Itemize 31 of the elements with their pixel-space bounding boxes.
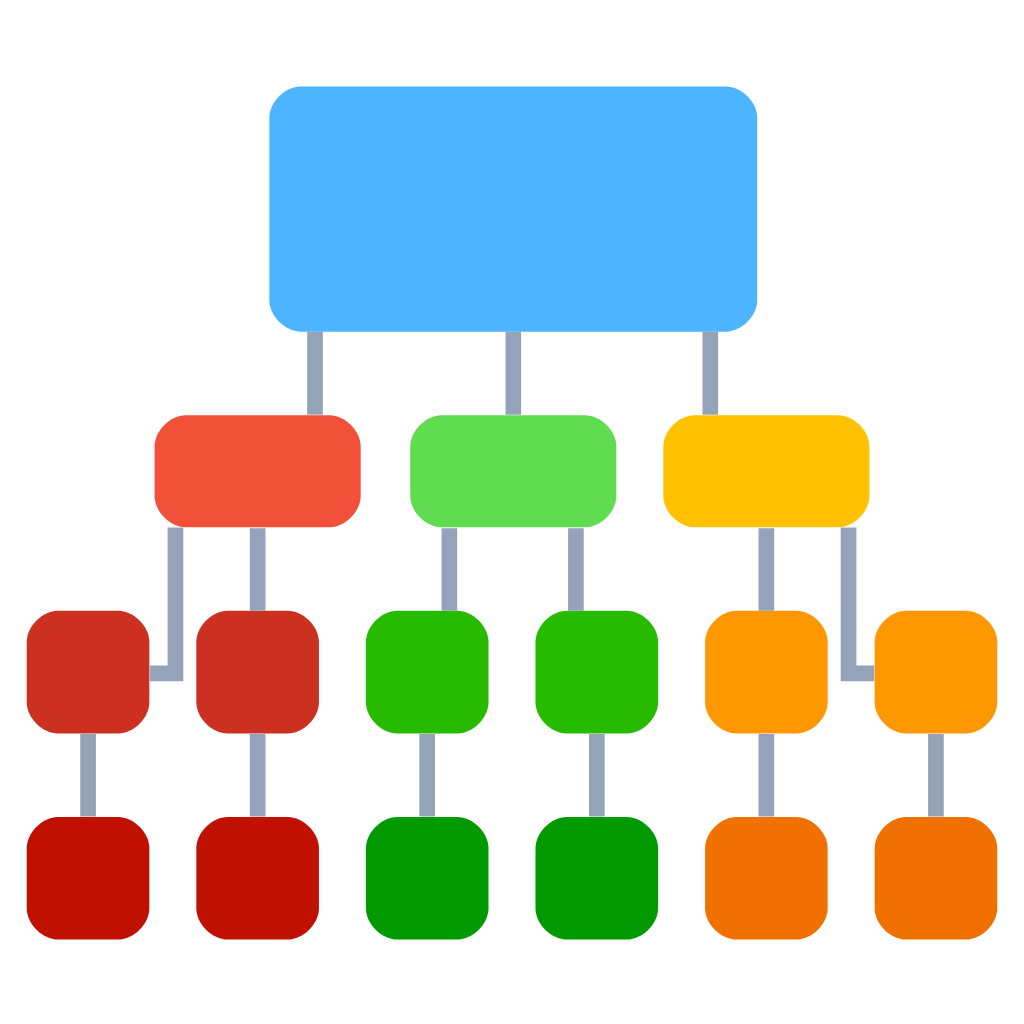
node-box	[705, 609, 828, 733]
node-box	[196, 815, 319, 939]
node-box	[705, 815, 828, 939]
node-box	[535, 609, 659, 733]
connector	[249, 527, 266, 610]
node-box	[874, 815, 998, 939]
connector	[758, 733, 775, 816]
node-box	[154, 414, 361, 527]
node-box	[663, 414, 870, 527]
connector	[149, 526, 184, 681]
node-box	[26, 815, 150, 939]
connector	[568, 527, 584, 610]
connector	[505, 330, 522, 414]
connector	[419, 733, 436, 816]
node-box	[269, 85, 758, 331]
connector	[758, 527, 775, 610]
node-box	[26, 609, 150, 733]
connector	[80, 733, 96, 816]
node-box	[535, 815, 659, 939]
connector	[307, 330, 323, 414]
connector	[588, 733, 605, 816]
node-box	[410, 414, 617, 527]
node-box	[196, 609, 319, 733]
connector	[702, 330, 719, 414]
node-box	[365, 609, 489, 733]
node-box	[874, 609, 998, 733]
connector	[840, 526, 875, 681]
connector	[441, 527, 458, 610]
connector	[249, 733, 266, 816]
connector	[928, 733, 944, 816]
node-box	[365, 815, 489, 939]
